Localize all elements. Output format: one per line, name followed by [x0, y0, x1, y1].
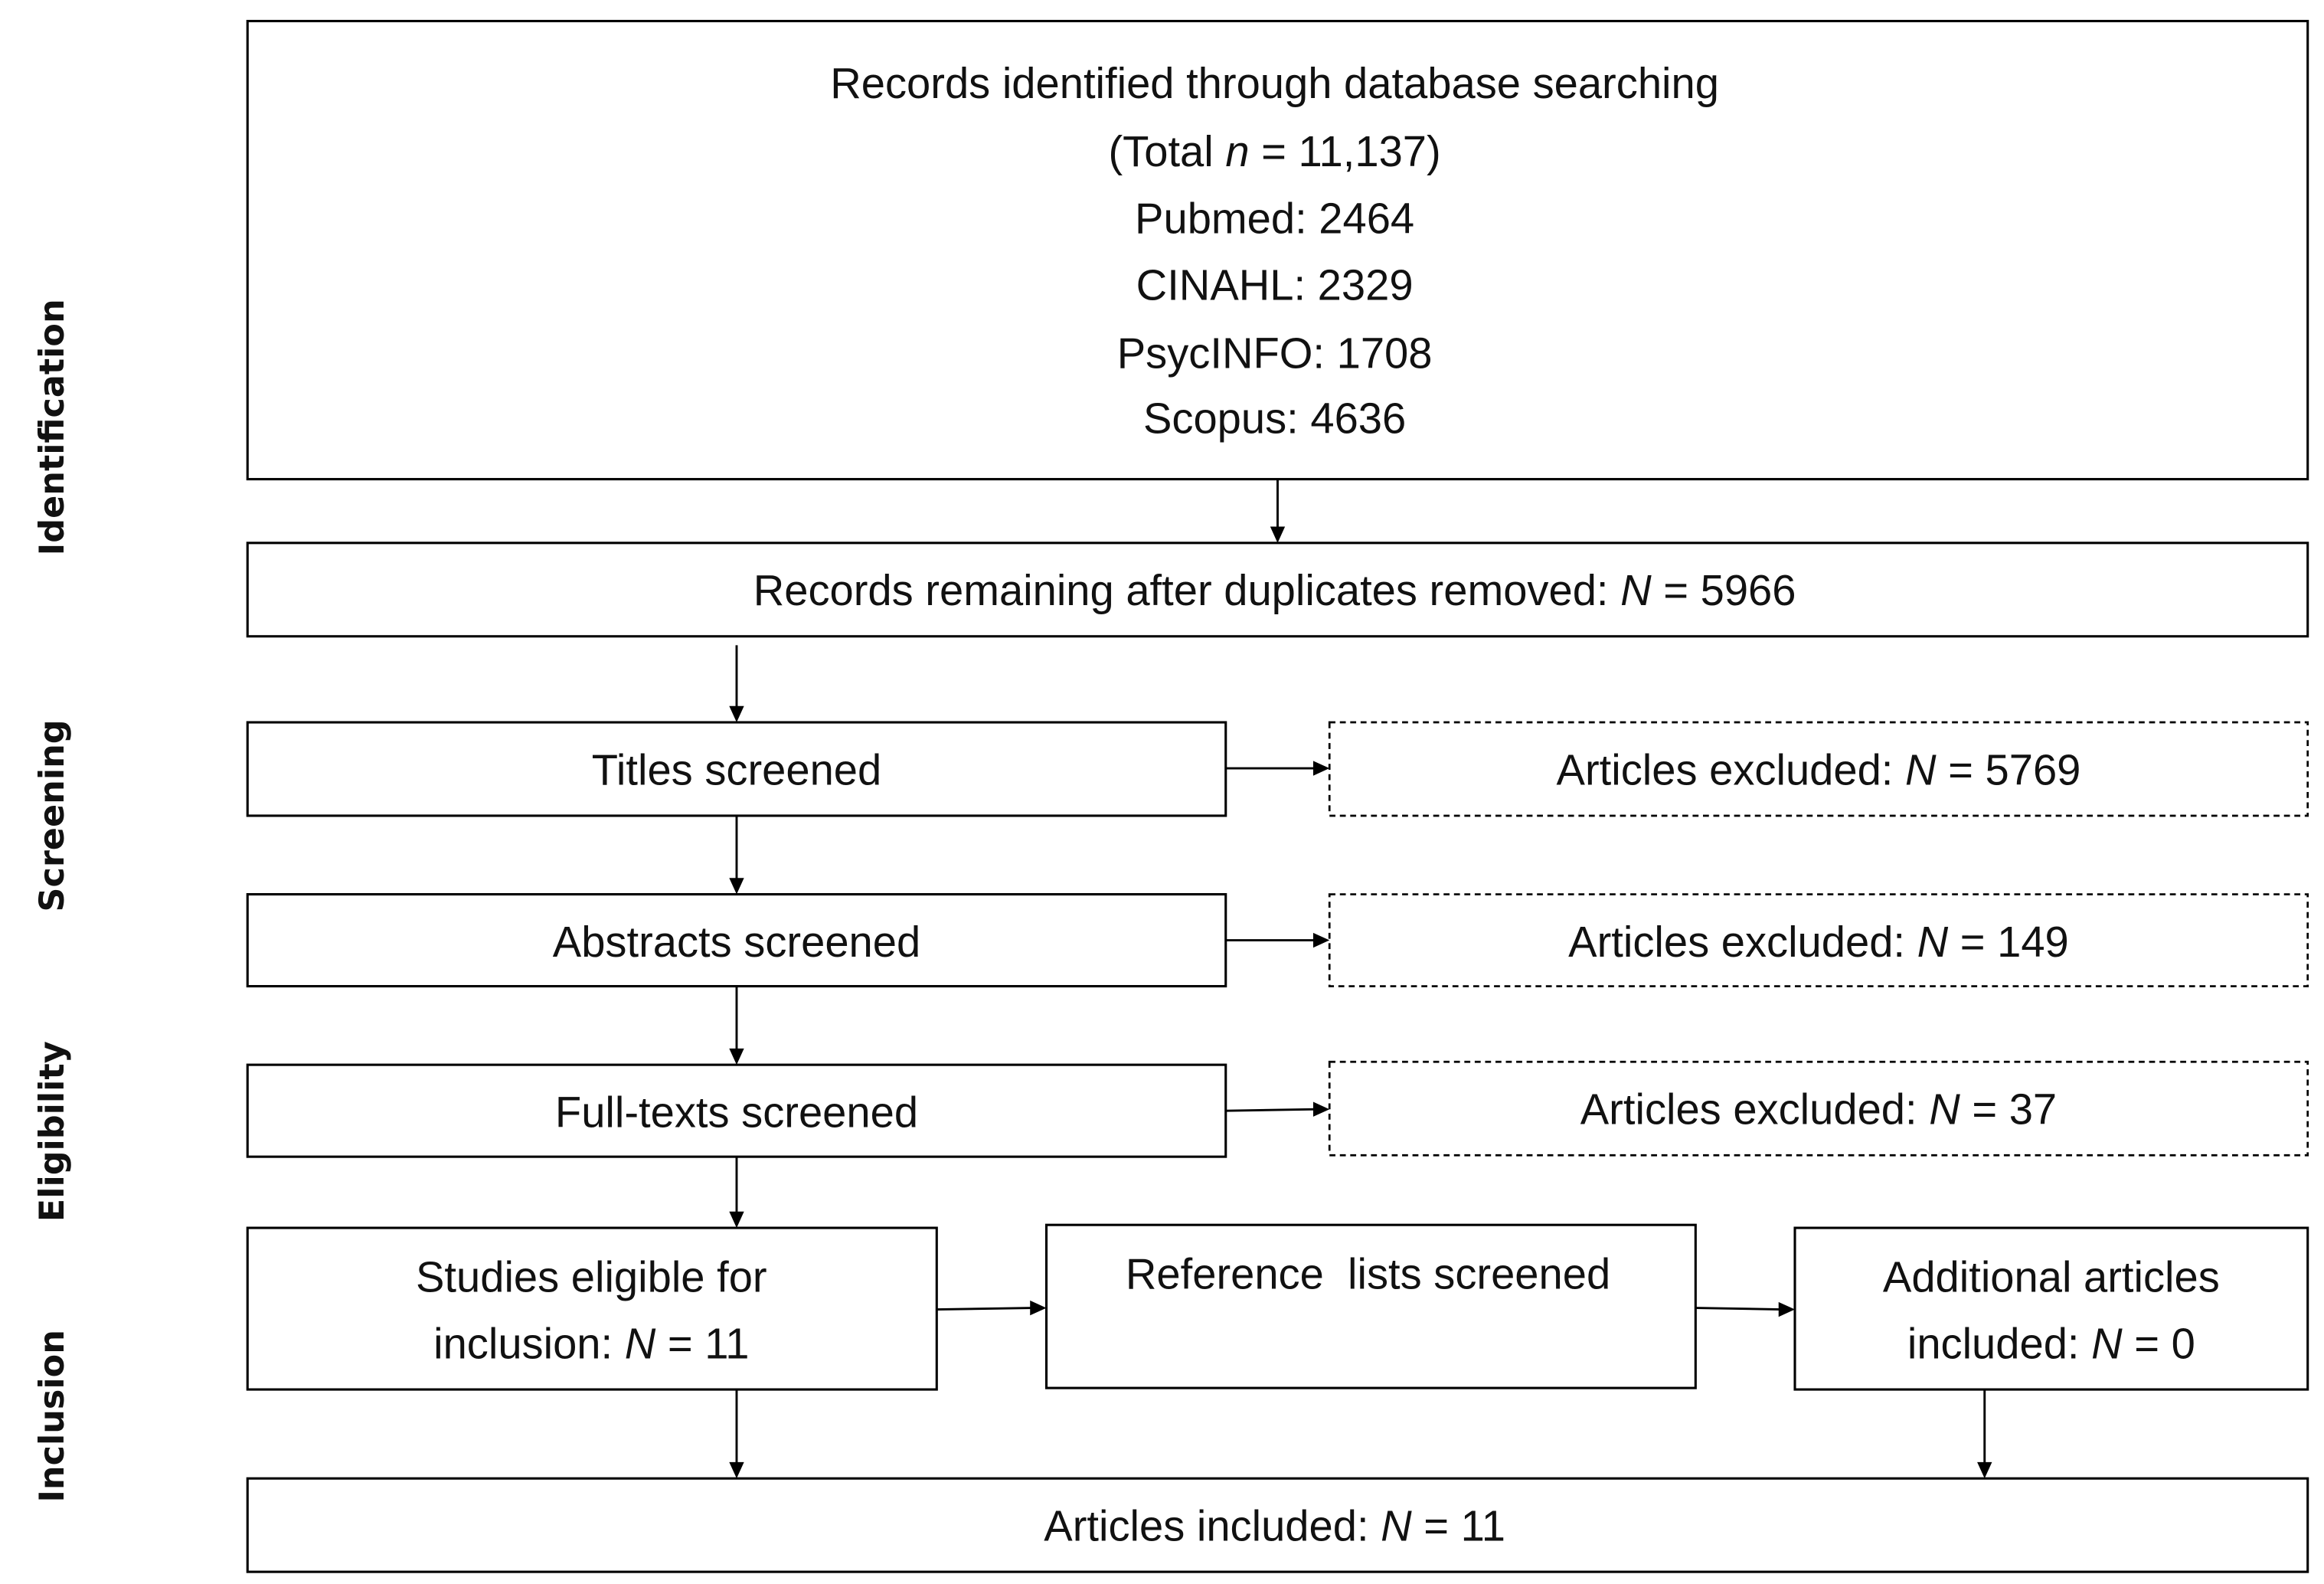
stage-label-eligibility: Eligibility	[33, 1041, 72, 1222]
included-text: Articles included: N = 11	[1044, 1501, 1505, 1550]
arrow-reference-to-additional	[1695, 1307, 1782, 1311]
box-titles-screened: Titles screened	[246, 721, 1227, 817]
box-fulltexts-excluded: Articles excluded: N = 37	[1328, 1060, 2309, 1157]
abstracts-excluded-text: Articles excluded: N = 149	[1568, 918, 2069, 966]
identified-total: (Total n = 11,137)	[1108, 127, 1440, 175]
eligible-line2: inclusion: N = 11	[433, 1319, 749, 1367]
additional-line2: included: N = 0	[1907, 1319, 2195, 1367]
box-additional-articles: Additional articles included: N = 0	[1793, 1226, 2309, 1391]
arrowhead	[729, 878, 744, 895]
box-studies-eligible: Studies eligible for inclusion: N = 11	[246, 1226, 938, 1391]
box-abstracts-screened: Abstracts screened	[246, 893, 1227, 988]
box-reference-lists: Reference lists screened	[1044, 1223, 1697, 1389]
abstracts-label: Abstracts screened	[553, 918, 920, 966]
stage-label-inclusion: Inclusion	[33, 1330, 72, 1503]
arrowhead	[1270, 526, 1286, 543]
box-fulltexts-screened: Full-texts screened	[246, 1063, 1227, 1158]
identified-cinahl: CINAHL: 2329	[1136, 260, 1414, 309]
arrowhead	[729, 1048, 744, 1065]
box-records-identified: Records identified through database sear…	[246, 19, 2309, 481]
identified-pubmed: Pubmed: 2464	[1135, 194, 1414, 242]
connectors	[729, 479, 1992, 1479]
arrowhead	[1030, 1300, 1047, 1316]
identified-psycinfo: PsycINFO: 1708	[1117, 329, 1433, 377]
arrowhead	[729, 1211, 744, 1229]
box-abstracts-excluded: Articles excluded: N = 149	[1328, 893, 2309, 987]
additional-line1: Additional articles	[1883, 1252, 2220, 1301]
fulltexts-excluded-text: Articles excluded: N = 37	[1580, 1085, 2057, 1134]
box-articles-included: Articles included: N = 11	[246, 1477, 2309, 1573]
arrowhead	[1312, 1101, 1330, 1117]
fulltexts-label: Full-texts screened	[555, 1088, 918, 1136]
arrowhead	[729, 705, 744, 723]
titles-excluded-text: Articles excluded: N = 5769	[1557, 745, 2081, 794]
arrowhead	[1312, 932, 1330, 948]
reference-label: Reference lists screened	[1126, 1249, 1610, 1298]
arrowhead	[729, 1461, 744, 1479]
arrowhead	[1977, 1461, 1992, 1479]
arrow-eligible-to-reference	[936, 1307, 1034, 1311]
stage-label-identification: Identification	[33, 299, 72, 555]
arrowhead	[1778, 1301, 1795, 1317]
arrowhead	[1312, 761, 1330, 776]
box-titles-excluded: Articles excluded: N = 5769	[1328, 721, 2309, 817]
identified-scopus: Scopus: 4636	[1143, 394, 1406, 443]
titles-label: Titles screened	[592, 745, 882, 794]
stage-label-screening: Screening	[33, 719, 72, 911]
box-duplicates-removed: Records remaining after duplicates remov…	[246, 542, 2309, 638]
identified-heading: Records identified through database sear…	[830, 59, 1719, 107]
arrow-fulltexts-to-excluded	[1225, 1108, 1316, 1112]
dedup-text: Records remaining after duplicates remov…	[753, 566, 1796, 614]
eligible-line1: Studies eligible for	[416, 1252, 767, 1301]
